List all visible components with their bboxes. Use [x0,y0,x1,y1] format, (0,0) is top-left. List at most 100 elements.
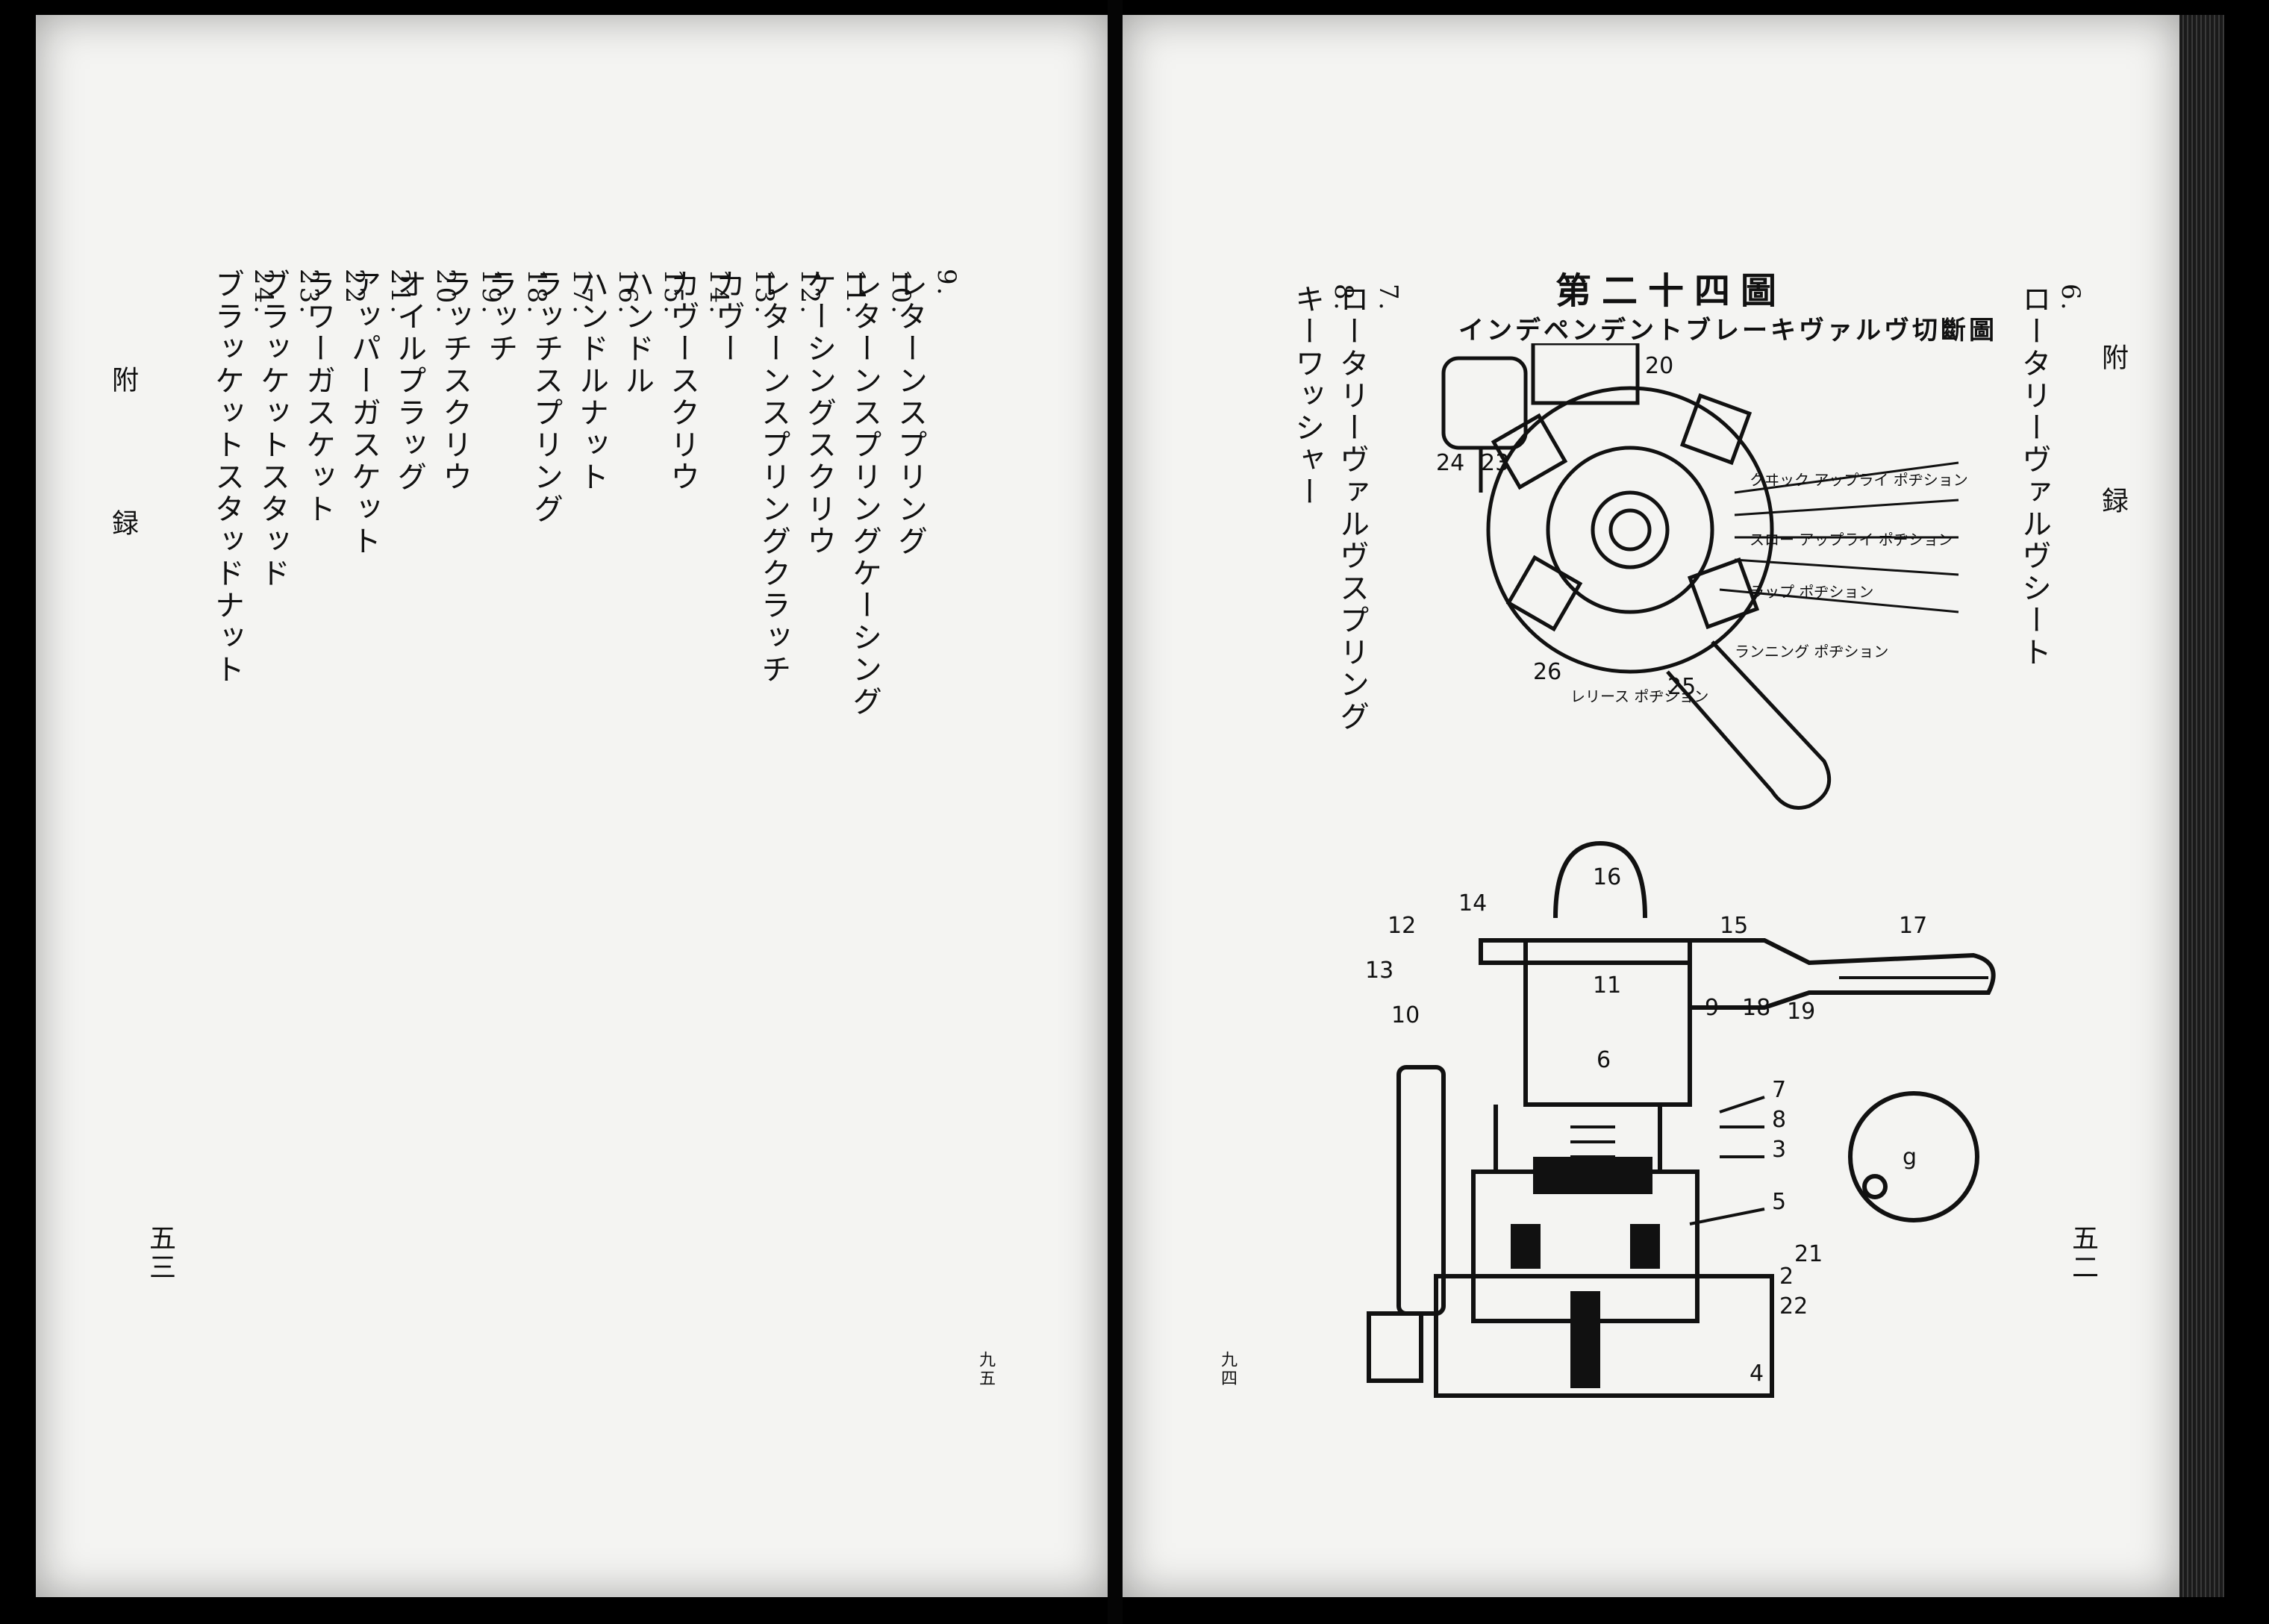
figure-label-11: 11 [1593,972,1621,999]
item-label: ハンドル [619,269,654,397]
item-number: 18. [522,269,552,316]
valve-section-drawing: 16 14 12 13 15 17 11 10 9 18 19 6 7 8 3 … [1365,840,1996,1398]
item-number: 20. [431,269,461,316]
figure-label-26: 26 [1533,659,1561,685]
list-item: 15.ハンドル [615,269,688,397]
figure-label-19: 19 [1787,999,1815,1025]
figure-title: 第二十四圖 [1555,270,1788,312]
figure-label-5: 5 [1772,1189,1786,1215]
figure-caption: インデペンデントブレーキヴァルヴ切斷圖 [1458,316,1997,346]
list-item: 8.キーワッシャー [1285,284,1358,508]
page-edges [2179,15,2224,1597]
list-item: 12.レターンスプリングクラッチ [752,269,825,686]
list-item: 14.カヴースクリウ [661,269,734,493]
figure-label-7: 7 [1772,1077,1786,1103]
list-item: 23.ブラッケットスタッド [251,269,324,590]
figure-label-4: 4 [1750,1361,1764,1387]
item-label: ロータリーヴァルヴシート [2017,284,2051,669]
item-number: 10. [886,269,916,316]
item-label: レターンスプリングクラッチ [756,269,790,686]
position-label-slow: スロー アップライ ポヂション [1750,531,1953,549]
left-running-head: 附 録 [107,366,138,581]
item-number: 19. [476,269,506,316]
figure-label-22: 22 [1779,1293,1808,1320]
list-item: 6.ロータリーヴァルヴシート [2012,284,2085,669]
book-gutter [1108,0,1123,1624]
list-item: 17.ラッチスプリング [524,269,597,525]
item-label: ブラッケットスタッド [255,269,290,590]
figure-label-6: 6 [1597,1047,1611,1073]
item-label: ハンドルナット [574,269,608,493]
position-label-running: ランニング ポヂション [1735,643,1888,660]
figure-label-g: g [1903,1144,1917,1170]
figure-label-15: 15 [1720,913,1748,939]
figure-label-2: 2 [1779,1264,1794,1290]
position-label-quick: クヰック アップライ ポヂション [1750,471,1968,489]
item-number: 6. [2056,284,2085,313]
right-page-number: 五二 [2067,1224,2098,1282]
valve-top-view-drawing: 20 23 24 25 26 レリース ポヂション ランニング ポヂション ラッ… [1436,343,1968,810]
item-label: レターンスプリング [893,269,927,558]
item-number: 21. [385,269,415,316]
list-item: 16.ハンドルナット [569,269,643,493]
position-label-lap: ラップ ポヂション [1750,583,1873,601]
list-item: 19.ラッチスクリウ [433,269,506,493]
list-item: 10.レターンスプリングケーシング [843,269,916,718]
list-item: 20.オイルプラッグ [387,269,461,493]
item-number: 11. [840,269,870,316]
item-label: カヴースクリウ [665,269,699,493]
figure-label-18: 18 [1742,995,1770,1021]
item-label: ブラッケットスタッドナット [210,269,244,686]
figure-label-23: 23 [1481,450,1509,476]
item-number: 17. [567,269,597,316]
item-number: 9. [931,269,961,298]
figure-label-8: 8 [1772,1107,1786,1133]
figure-label-10: 10 [1391,1002,1420,1028]
item-number: 24. [249,269,278,316]
item-number: 8. [1329,284,1358,313]
figure-label-16: 16 [1593,864,1621,890]
item-number: 13. [749,269,779,316]
item-number: 23. [294,269,324,316]
figure-label-12: 12 [1388,913,1416,939]
item-label: キーワッシャー [1290,284,1324,508]
item-label: ラッチスプリング [528,269,563,525]
item-label: ラッチスクリウ [437,269,472,493]
item-label: カヴー [711,269,745,365]
list-item: 11.ケーシングスクリウ [797,269,870,558]
figure-label-25: 25 [1667,674,1696,700]
item-label: オイルプラッグ [392,269,426,493]
item-number: 7. [1373,284,1403,313]
item-number: 12. [795,269,825,316]
position-label-release: レリース ポヂション [1570,687,1708,705]
figure-label-20: 20 [1645,353,1673,379]
right-small-page-number: 九四 [1218,1351,1237,1388]
list-item: 9.レターンスプリング [888,269,961,558]
list-item: 18.ラッチ [478,269,552,365]
item-number: 15. [658,269,688,316]
figure-label-21: 21 [1794,1241,1823,1267]
figure-label-24: 24 [1436,450,1464,476]
left-small-page-number: 九五 [976,1351,995,1388]
right-running-head: 附 録 [2097,343,2128,558]
item-label: ケーシングスクリウ [802,269,836,558]
left-page-number: 五三 [145,1224,175,1282]
list-item: 13.カヴー [706,269,779,365]
item-label: ラッチ [483,269,517,365]
figure-label-14: 14 [1458,890,1487,916]
figure-label-13: 13 [1365,958,1393,984]
item-number: 14. [704,269,734,316]
figure-label-17: 17 [1899,913,1927,939]
list-item: 21.アッパーガスケット [342,269,415,558]
item-number: 22 [340,269,369,306]
list-item: 24.ブラッケットスタッドナット [205,269,278,686]
item-label: レターンスプリングケーシング [847,269,881,718]
figure-label-9: 9 [1705,995,1719,1021]
item-label: ロータリーヴァルヴスプリング [1335,284,1369,733]
figure-label-3: 3 [1772,1137,1786,1163]
list-item: 7.ロータリーヴァルヴスプリング [1330,284,1403,733]
item-label: ラワーガスケット [301,269,335,525]
